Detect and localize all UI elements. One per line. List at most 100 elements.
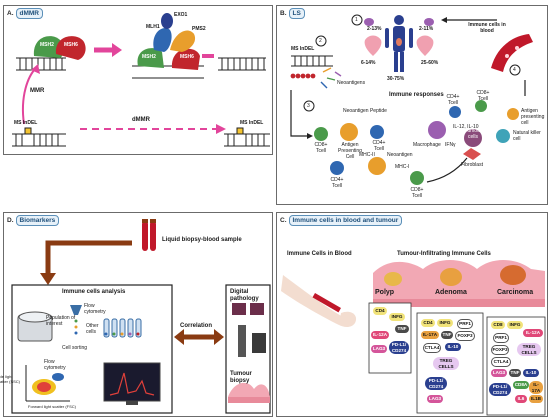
adenoma-marker: PD-L1/ CD274 xyxy=(425,377,447,390)
il-label: IL-12, IL-10 xyxy=(453,124,479,130)
polyp-label: Polyp xyxy=(375,289,395,296)
tumour-biopsy-label: Tumour biopsy xyxy=(230,371,252,384)
immune-cells-blood-c-label: Immune Cells in Blood xyxy=(287,251,352,257)
digital-pathology-label: Digital pathology xyxy=(230,289,259,302)
organ-icon-left xyxy=(364,18,374,26)
polyp-marker: CD4 xyxy=(373,307,387,315)
msh6-label-top: MSH6 xyxy=(64,42,78,48)
ms-indel-b-label: MS InDEL xyxy=(291,46,315,52)
carcinoma-marker: IL-10 xyxy=(523,369,539,377)
cd4-tcell-icon-2 xyxy=(330,161,344,175)
blood-vessel xyxy=(491,34,533,72)
adenoma-marker: CTLA4 xyxy=(423,343,441,353)
panel-c-tag: C. xyxy=(280,217,287,224)
panel-d-header: D.Biomarkers xyxy=(7,215,60,226)
arrow-to-complex-head xyxy=(112,43,122,57)
immune-cells-blood-label: Immune cells in blood xyxy=(468,22,506,34)
sample-tubes-icon xyxy=(103,318,142,338)
carcinoma-marker: IL1B xyxy=(529,395,543,403)
adenoma-marker: FOXP3 xyxy=(455,331,475,341)
microscope-icon xyxy=(238,325,246,357)
adenoma-mass xyxy=(440,268,462,286)
fibroblast-icon xyxy=(463,148,481,160)
pms2-label: PMS2 xyxy=(192,26,206,32)
dna-ladder-b xyxy=(291,55,333,67)
adenoma-marker: TREG CELLS xyxy=(433,357,459,370)
msh6-label-complex: MSH6 xyxy=(180,54,194,60)
mhc2-label: MHC-II xyxy=(359,152,375,158)
panel-c-header: C.Immune cells in blood and tumour xyxy=(280,215,403,226)
adenoma-marker: INFG xyxy=(437,319,453,327)
cd4-tcell-label-2: CD4+ Tcell xyxy=(330,177,344,189)
adenoma-marker: IL-10 xyxy=(445,343,461,351)
cd4-tcell-label-1: CD4+ Tcell xyxy=(372,140,386,152)
panel-a-illustration xyxy=(12,13,270,147)
arrow-sample-to-analysis xyxy=(45,240,132,275)
tumour-cells-label: Tumour cells xyxy=(464,128,482,140)
human-figure xyxy=(385,15,413,72)
carcinoma-marker: PD-L1/ CD274 xyxy=(489,383,511,396)
apc-label-1: Antigen Presenting Cell xyxy=(338,142,362,160)
immune-responses-label: Immune responses xyxy=(389,92,444,98)
msh2-label-complex: MSH2 xyxy=(142,54,156,60)
cd4-tcell-icon-3 xyxy=(449,106,461,118)
population-label: Population of interest xyxy=(46,315,76,327)
neoantigen-label: Neoantigen xyxy=(387,152,413,158)
polyp-marker: TNF xyxy=(395,325,409,333)
arm-illustration xyxy=(281,275,343,325)
tumour-biopsy-tissue xyxy=(228,382,270,397)
ifn-label: IFNγ xyxy=(445,142,456,148)
other-cells-label: Other cells xyxy=(86,323,99,335)
nk-cell-label: Natural killer cell xyxy=(513,130,541,142)
adenoma-label: Adenoma xyxy=(435,289,467,296)
msh6-protein-shape xyxy=(55,36,86,60)
mmr-complex xyxy=(132,13,204,79)
correlation-label: Correlation xyxy=(180,323,213,329)
dna-ladder-top-right xyxy=(218,57,266,71)
dna-ladder-bottom-left xyxy=(12,127,66,147)
panel-d-title: Biomarkers xyxy=(15,215,60,226)
ms-indel-right-label: MS InDEL xyxy=(240,120,264,126)
apc-icon-2 xyxy=(368,157,386,175)
panel-b-illustration xyxy=(290,14,533,185)
polyp-marker: IL-12A xyxy=(371,331,389,339)
arm-hand xyxy=(339,311,357,327)
blood-tubes-icon xyxy=(142,219,156,251)
mhc1-label: MHC-I xyxy=(395,164,410,170)
carcinoma-marker: TREG CELLS xyxy=(517,343,541,356)
panel-a-tag: A. xyxy=(7,10,14,17)
pathology-screen-2 xyxy=(250,303,264,315)
panel-b-header: B.LS xyxy=(280,8,305,19)
tumour-infiltrating-label: Tumour-Infiltrating Immune Cells xyxy=(397,251,491,257)
step-4-label: 4 xyxy=(513,67,516,73)
carcinoma-marker: INFG xyxy=(507,321,523,329)
syringe-icon xyxy=(312,293,341,313)
adenoma-marker: IL-17A xyxy=(421,331,439,339)
mmr-arrow-head xyxy=(31,64,40,74)
mlh1-label: MLH1 xyxy=(146,24,160,30)
panel-a: A.dMMR xyxy=(3,5,273,155)
adenoma-marker: TNF xyxy=(441,331,453,339)
polyp-marker: INFG xyxy=(389,313,405,321)
peptide-beads xyxy=(290,73,316,79)
panel-c-title: Immune cells in blood and tumour xyxy=(288,215,403,226)
ms-indel-left-label: MS InDEL xyxy=(14,120,38,126)
pct-c-label: 30-75% xyxy=(387,76,405,82)
pathology-screen-1 xyxy=(232,303,246,315)
apc-icon-3 xyxy=(507,108,519,120)
pct-d-label: 2-11% xyxy=(419,26,434,32)
dna-ladder-bottom-right xyxy=(224,127,270,147)
adenoma-marker: LAG3 xyxy=(427,395,443,403)
apc-label-2: Antigen presenting cell xyxy=(521,108,545,126)
immune-cells-analysis-label: Immune cells analysis xyxy=(62,289,126,295)
cd8-tcell-label-2: CD8+ Tcell xyxy=(410,187,424,199)
mmr-curved-arrow xyxy=(22,67,37,125)
uterus-icon-right xyxy=(416,35,434,56)
panel-c: C.Immune cells in blood and tumour Immun… xyxy=(276,212,548,417)
polyp-mass xyxy=(384,272,402,286)
cd8-tcell-label-1: CD8+ Tcell xyxy=(314,142,328,154)
neoantigens-label: Neoantigens xyxy=(337,80,366,86)
macrophage-label: Macrophage xyxy=(413,142,441,148)
flow-cytometry-label-1: Flow cytometry xyxy=(84,303,106,315)
